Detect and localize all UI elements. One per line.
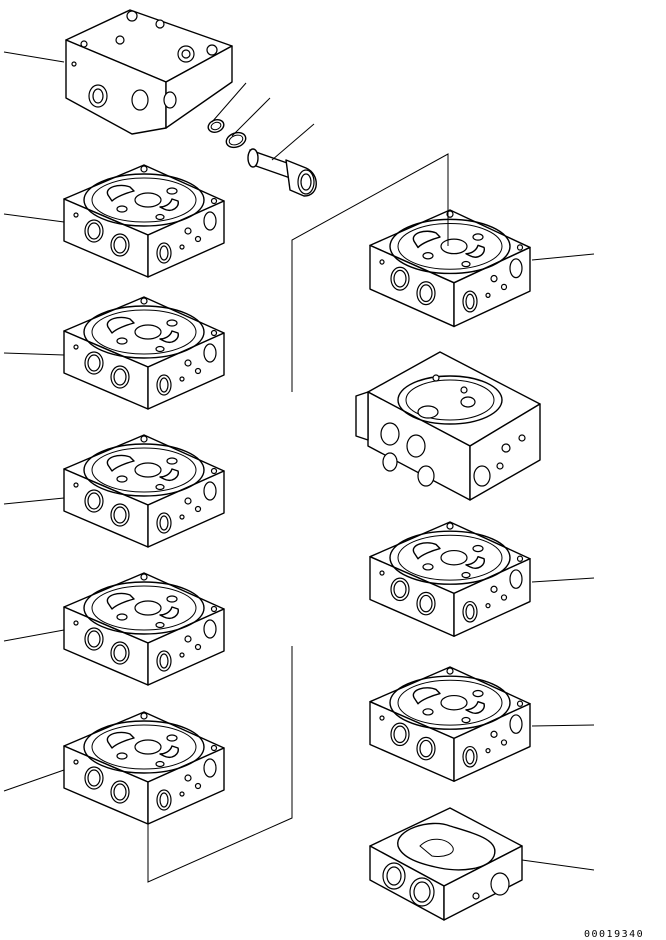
o-ring-2 (225, 131, 247, 149)
valve-section-left-1 (63, 164, 225, 278)
drawing-code: 00019340 (584, 929, 645, 940)
leader-lines (3, 51, 595, 883)
o-ring-1 (207, 119, 225, 133)
end-cover-bottom (369, 807, 523, 921)
valve-section-right-3 (369, 521, 531, 637)
valve-section-right-1 (369, 209, 531, 328)
valve-section-left-3 (63, 434, 225, 548)
valve-section-right-2-large (355, 351, 541, 501)
end-cover-top (65, 9, 233, 135)
valve-section-right-4 (369, 666, 531, 782)
valve-section-left-5 (63, 711, 225, 825)
valve-section-left-2 (63, 296, 225, 410)
valve-section-left-4 (63, 572, 225, 686)
spool-plug (247, 148, 317, 197)
